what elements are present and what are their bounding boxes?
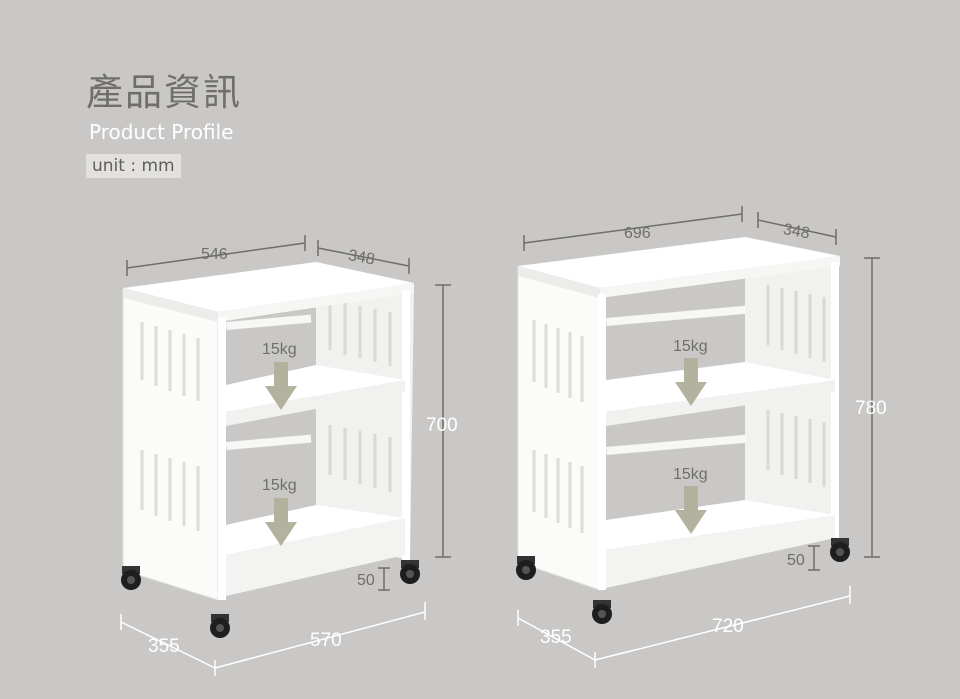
load-arrow-icon	[675, 486, 707, 534]
page-title: 產品資訊	[86, 71, 242, 114]
load-label-upper: 15kg	[262, 341, 297, 358]
load-arrow-icon	[265, 362, 297, 410]
cart-bottom-shelf	[606, 500, 835, 550]
load-arrow-icon	[675, 358, 707, 406]
dim-height: 700	[426, 415, 458, 436]
dim-bottom-width: 570	[310, 630, 342, 651]
wheel-icon	[516, 556, 536, 580]
unit-badge: unit : mm	[86, 154, 181, 178]
wheel-icon	[210, 614, 230, 638]
page-subtitle: Product Profile	[89, 120, 234, 144]
large-cart: 15kg 15kg 696 348 780 50 355 720	[516, 206, 887, 668]
small-cart: 15kg 15kg 546 348 700 50 355 570	[120, 235, 458, 676]
load-label-lower: 15kg	[673, 466, 708, 483]
wheel-icon	[121, 566, 141, 590]
cart-bottom-shelf	[226, 505, 405, 555]
dim-bottom-width: 720	[712, 616, 744, 637]
wheel-icon	[830, 538, 850, 562]
dim-top-width: 696	[624, 225, 651, 242]
load-label-upper: 15kg	[673, 338, 708, 355]
dim-wheel-height: 50	[787, 552, 805, 569]
dim-bottom-depth: 355	[148, 636, 180, 657]
cart-top	[123, 262, 414, 312]
load-label-lower: 15kg	[262, 477, 297, 494]
dim-bottom-depth: 355	[540, 627, 572, 648]
wheel-icon	[592, 600, 612, 624]
cart-top	[518, 237, 840, 288]
dimension-lines	[523, 206, 880, 571]
wheel-icon	[400, 560, 420, 584]
dim-top-depth: 348	[347, 247, 376, 268]
cart-middle-shelf	[226, 365, 405, 412]
dimension-lines	[126, 235, 451, 591]
dim-wheel-height: 50	[357, 572, 375, 589]
cart-middle-shelf	[606, 362, 835, 412]
load-arrow-icon	[265, 498, 297, 546]
dim-top-width: 546	[201, 246, 228, 263]
dim-top-depth: 348	[782, 221, 811, 242]
cart-side-panel	[517, 267, 601, 591]
dim-height: 780	[855, 398, 887, 419]
